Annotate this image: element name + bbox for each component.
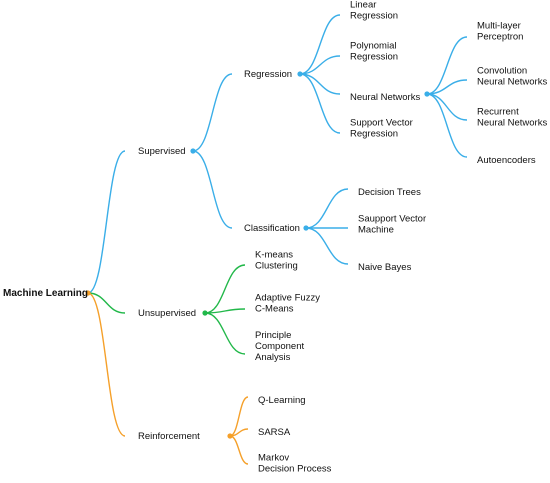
node-pca-line-2: Component: [255, 341, 304, 352]
edge-neural-mlp: [426, 36, 468, 95]
node-rnn-line-1: Recurrent: [477, 107, 519, 118]
node-autoenc-line-1: Autoencoders: [477, 155, 536, 166]
node-cnn-line-2: Neural Networks: [477, 77, 547, 88]
node-dtrees: Decision Trees: [358, 187, 421, 198]
node-cnn-line-1: Convolution: [477, 66, 527, 77]
node-nbayes: Naive Bayes: [358, 262, 412, 273]
node-labels: Machine LearningSupervisedRegressionLine…: [3, 0, 547, 475]
edge-supervised-regression: [192, 73, 233, 152]
node-dtrees-line-1: Decision Trees: [358, 187, 421, 198]
node-regression-line-1: Regression: [244, 69, 292, 80]
node-qlearning: Q-Learning: [258, 395, 306, 406]
edge-regression-svr: [299, 73, 341, 134]
node-pca-line-1: Principle: [255, 330, 291, 341]
node-root-line-1: Machine Learning: [3, 288, 88, 299]
edge-reinforcement-mdp: [229, 435, 249, 465]
node-neural-line-1: Neural Networks: [350, 92, 420, 103]
node-polynomial-line-2: Regression: [350, 52, 398, 63]
edge-regression-polynomial: [299, 55, 341, 75]
node-qlearning-line-1: Q-Learning: [258, 395, 306, 406]
node-mlp-line-2: Perceptron: [477, 32, 523, 43]
node-polynomial-line-1: Polynomial: [350, 41, 396, 52]
node-svr-line-1: Support Vector: [350, 118, 413, 129]
node-linear-line-2: Regression: [350, 11, 398, 22]
edge-neural-cnn: [426, 79, 468, 95]
node-supervised: Supervised: [138, 146, 186, 157]
connector-lines: [85, 14, 468, 465]
edge-neural-rnn: [426, 93, 468, 121]
node-regression: Regression: [244, 69, 292, 80]
node-reinforcement-line-1: Reinforcement: [138, 431, 200, 442]
node-linear-line-1: Linear: [350, 0, 376, 11]
node-classification-line-1: Classification: [244, 223, 300, 234]
node-sarsa: SARSA: [258, 427, 291, 438]
node-autoenc: Autoencoders: [477, 155, 536, 166]
edge-unsupervised-afcm: [204, 308, 246, 314]
node-nbayes-line-1: Naive Bayes: [358, 262, 412, 273]
edge-root-reinforcement: [87, 292, 126, 437]
node-svr-line-2: Regression: [350, 129, 398, 140]
edge-classification-dtrees: [305, 188, 349, 229]
node-reinforcement: Reinforcement: [138, 431, 200, 442]
edge-root-unsupervised: [87, 292, 126, 314]
node-afcm-line-2: C-Means: [255, 304, 294, 315]
node-afcm-line-1: Adaptive Fuzzy: [255, 293, 320, 304]
node-supervised-line-1: Supervised: [138, 146, 186, 157]
node-kmeans-line-2: Clustering: [255, 261, 298, 272]
edge-regression-neural: [299, 73, 341, 95]
edge-neural-autoenc: [426, 93, 468, 158]
hub-root: [85, 290, 91, 296]
node-mdp-line-1: Markov: [258, 453, 289, 464]
node-mlp-line-1: Multi-layer: [477, 21, 521, 32]
edge-unsupervised-pca: [204, 312, 246, 355]
node-pca-line-3: Analysis: [255, 352, 291, 363]
node-neural: Neural Networks: [350, 92, 420, 103]
node-kmeans-line-1: K-means: [255, 250, 293, 261]
node-root: Machine Learning: [3, 288, 88, 299]
node-svm-line-2: Machine: [358, 225, 394, 236]
node-svm-line-1: Saupport Vector: [358, 214, 426, 225]
node-classification: Classification: [244, 223, 300, 234]
edge-regression-linear: [299, 14, 341, 75]
node-unsupervised: Unsupervised: [138, 308, 196, 319]
edge-classification-nbayes: [305, 227, 349, 265]
node-unsupervised-line-1: Unsupervised: [138, 308, 196, 319]
edge-reinforcement-qlearning: [229, 396, 249, 437]
edge-supervised-classification: [192, 150, 233, 229]
edge-unsupervised-kmeans: [204, 264, 246, 314]
edge-root-supervised: [87, 150, 126, 294]
node-mdp-line-2: Decision Process: [258, 464, 332, 475]
node-sarsa-line-1: SARSA: [258, 427, 291, 438]
node-rnn-line-2: Neural Networks: [477, 118, 547, 129]
